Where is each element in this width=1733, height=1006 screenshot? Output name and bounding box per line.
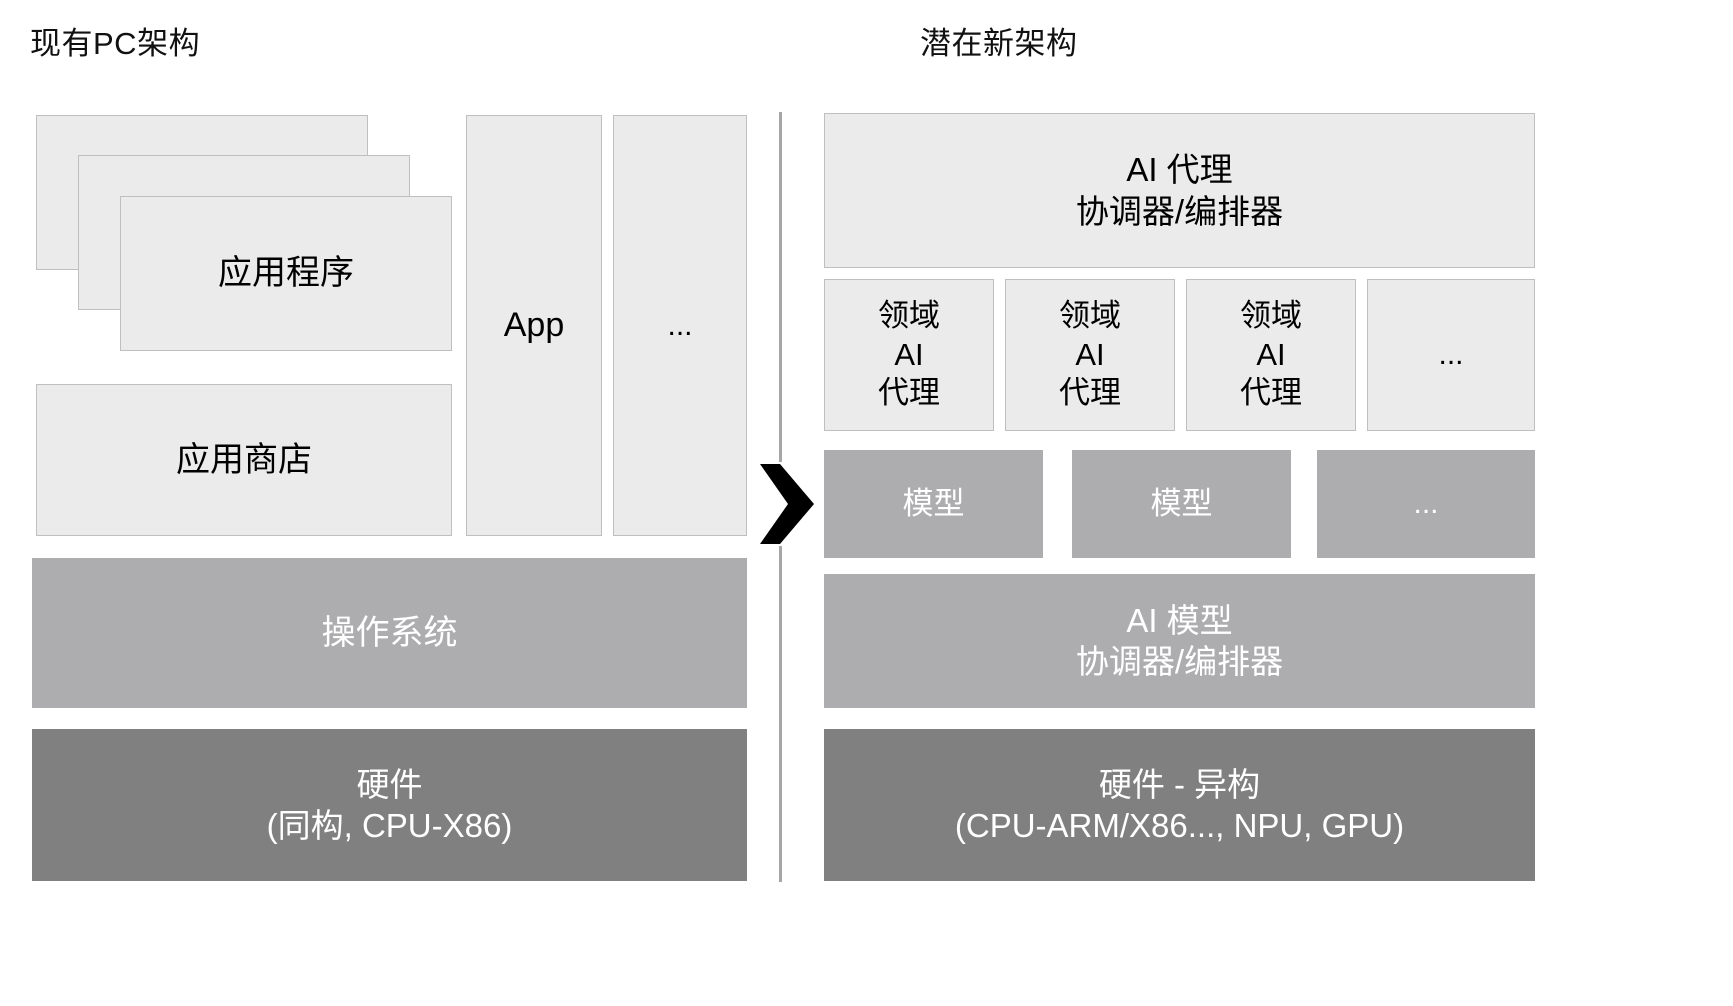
domain-ai-agent-box-2: 领域 AI 代理: [1005, 279, 1175, 431]
model-label-2: 模型: [1150, 485, 1213, 521]
operating-system-label: 操作系统: [321, 613, 458, 652]
hardware-heterogeneous-box: 硬件 - 异构 (CPU-ARM/X86..., NPU, GPU): [824, 729, 1535, 881]
ai-agent-orchestrator-label: AI 代理 协调器/编排器: [1075, 151, 1284, 230]
app-ellipsis-box: ...: [613, 115, 747, 536]
app-column-box: App: [466, 115, 602, 536]
domain-ai-agent-ellipsis-label: ...: [1438, 338, 1464, 372]
application-card-front-label: 应用程序: [218, 254, 354, 293]
ai-model-orchestrator-box: AI 模型 协调器/编排器: [824, 574, 1535, 708]
domain-ai-agent-label-1: 领域 AI 代理: [878, 297, 940, 411]
hardware-heterogeneous-label: 硬件 - 异构 (CPU-ARM/X86..., NPU, GPU): [954, 765, 1405, 844]
domain-ai-agent-label-3: 领域 AI 代理: [1240, 297, 1302, 411]
ai-model-orchestrator-label: AI 模型 协调器/编排器: [1075, 601, 1284, 680]
operating-system-box: 操作系统: [32, 558, 747, 708]
domain-ai-agent-box-1: 领域 AI 代理: [824, 279, 994, 431]
app-ellipsis-label: ...: [667, 308, 693, 342]
hardware-homogeneous-box: 硬件 (同构, CPU-X86): [32, 729, 747, 881]
right-panel-title: 潜在新架构: [920, 26, 1078, 61]
app-store-label: 应用商店: [176, 440, 312, 479]
domain-ai-agent-box-3: 领域 AI 代理: [1186, 279, 1356, 431]
domain-ai-agent-ellipsis-box: ...: [1367, 279, 1535, 431]
model-ellipsis-box: ...: [1317, 450, 1535, 558]
app-column-label: App: [503, 306, 565, 345]
model-label-1: 模型: [902, 485, 965, 521]
model-ellipsis-label: ...: [1413, 487, 1439, 521]
ai-agent-orchestrator-box: AI 代理 协调器/编排器: [824, 113, 1535, 268]
hardware-homogeneous-label: 硬件 (同构, CPU-X86): [266, 765, 513, 844]
left-panel-title: 现有PC架构: [30, 26, 201, 61]
model-box-1: 模型: [824, 450, 1043, 558]
model-box-2: 模型: [1072, 450, 1291, 558]
app-store-box: 应用商店: [36, 384, 452, 536]
domain-ai-agent-label-2: 领域 AI 代理: [1059, 297, 1121, 411]
application-card-front: 应用程序: [120, 196, 452, 351]
chevron-right-icon: [758, 462, 816, 546]
